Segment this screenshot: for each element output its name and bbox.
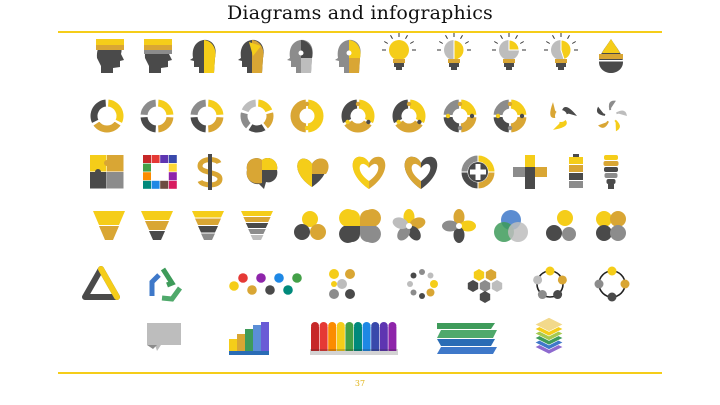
ring-segments-icon xyxy=(239,98,275,134)
head-puzzle-icon xyxy=(335,39,361,73)
banner-icon xyxy=(147,323,181,351)
dots-arc-icon xyxy=(229,273,302,295)
head-puzzle-icon xyxy=(287,39,313,73)
ring-segments-icon xyxy=(89,98,125,134)
head-icon xyxy=(96,36,124,73)
recycle-icon xyxy=(149,267,183,302)
spiral-icon xyxy=(596,100,627,132)
funnel-icon xyxy=(141,211,173,240)
cross-circle-icon xyxy=(460,154,496,190)
drop-icon xyxy=(599,39,623,73)
petals-icon xyxy=(442,209,476,243)
triangle-cycle-icon xyxy=(82,266,120,300)
color-columns-icon xyxy=(310,322,398,355)
dots-grid-icon xyxy=(329,269,355,299)
lightbulb-icon xyxy=(437,33,471,70)
puzzle-square-icon xyxy=(90,155,124,189)
ring-puzzle-icon xyxy=(442,98,478,134)
ring-puzzle-icon xyxy=(340,98,376,134)
top-divider xyxy=(58,31,662,33)
ribbon-arrows-icon xyxy=(437,323,497,354)
puzzle-frame-icon xyxy=(143,155,177,189)
bulb-stack-icon xyxy=(603,155,619,189)
circles-cluster-icon xyxy=(546,210,576,241)
bottom-divider xyxy=(58,372,662,374)
hexagons-icon xyxy=(467,269,503,303)
lightbulb-icon xyxy=(544,33,578,70)
lightbulb-icon xyxy=(382,33,416,70)
dots-ring-icon xyxy=(407,269,438,299)
ring-puzzle-icon xyxy=(492,98,528,134)
head-profile-icon xyxy=(238,39,264,73)
spiral-icon xyxy=(550,102,577,130)
brain-icon xyxy=(246,158,278,189)
heart-ring-icon xyxy=(352,156,386,189)
page-number: 37 xyxy=(354,379,366,388)
ring-puzzle-icon xyxy=(391,98,427,134)
circles-cluster-icon xyxy=(294,211,326,240)
ring-puzzle-icon xyxy=(289,98,325,134)
dollar-icon xyxy=(197,154,223,190)
bar-columns-icon xyxy=(229,322,269,355)
venn-icon xyxy=(494,210,528,242)
battery-icon xyxy=(569,154,583,188)
lightbulb-icon xyxy=(492,33,526,70)
funnel-icon xyxy=(192,211,224,240)
petals-icon xyxy=(392,209,426,241)
heart-puzzle-icon xyxy=(297,158,329,187)
cycle-ring-icon xyxy=(594,266,630,302)
cycle-ring-icon xyxy=(533,266,567,300)
head-icon xyxy=(144,36,172,73)
layers-stack-icon xyxy=(534,317,564,355)
funnel-icon xyxy=(241,211,273,240)
cross-icon xyxy=(513,155,547,189)
page-title: Diagrams and infographics xyxy=(226,2,493,24)
circles-cluster-icon xyxy=(596,211,626,241)
heart-ring-icon xyxy=(404,156,438,189)
ring-segments-icon xyxy=(189,98,225,134)
head-profile-icon xyxy=(190,39,216,73)
clover-icon xyxy=(339,209,381,243)
funnel-icon xyxy=(93,211,125,240)
ring-segments-icon xyxy=(139,98,175,134)
